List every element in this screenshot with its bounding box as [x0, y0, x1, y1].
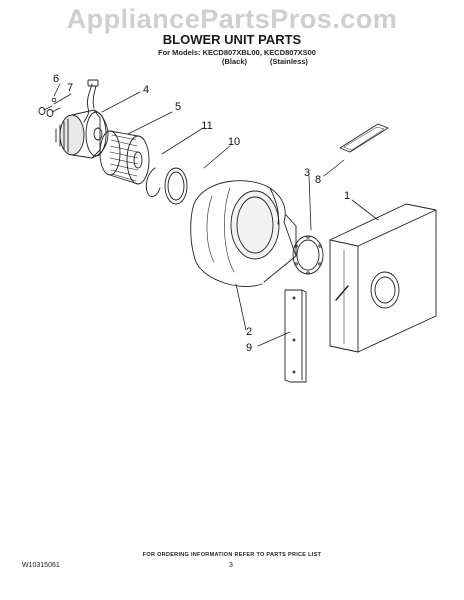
callout-9: 9 — [245, 342, 253, 354]
ordering-note: FOR ORDERING INFORMATION REFER TO PARTS … — [142, 552, 322, 558]
callout-7: 7 — [66, 82, 74, 94]
callout-1: 1 — [343, 190, 351, 202]
screw-part — [38, 97, 61, 117]
callout-5: 5 — [174, 101, 182, 113]
callout-10: 10 — [227, 136, 241, 148]
callout-8: 8 — [314, 174, 322, 186]
leader-lines — [53, 83, 379, 347]
callout-3: 3 — [303, 167, 311, 179]
adapter-ring-part — [292, 235, 324, 275]
models-line: For Models: KECD807XBL00, KECD807XS00 — [158, 48, 316, 57]
wire-harness — [83, 79, 99, 123]
retaining-ring-part — [145, 167, 161, 197]
blower-housing-part — [190, 180, 297, 287]
callout-4: 4 — [142, 84, 150, 96]
gasket-ring-part — [164, 167, 188, 205]
document-number: W10315061 — [22, 562, 60, 569]
callout-6: 6 — [52, 73, 60, 85]
blower-wheel-part — [99, 130, 150, 185]
callout-2: 2 — [245, 326, 253, 338]
variant-stainless: (Stainless) — [270, 57, 308, 66]
variant-black: (Black) — [222, 57, 248, 66]
gasket-strip-part — [284, 289, 307, 383]
main-box-part — [329, 203, 437, 353]
filter-plate-part — [339, 123, 389, 153]
page-title: BLOWER UNIT PARTS — [162, 32, 302, 47]
motor-part — [55, 109, 109, 159]
page-number: 3 — [229, 562, 233, 569]
watermark: AppliancePartsPros.com — [66, 4, 398, 34]
callout-11: 11 — [201, 120, 213, 132]
